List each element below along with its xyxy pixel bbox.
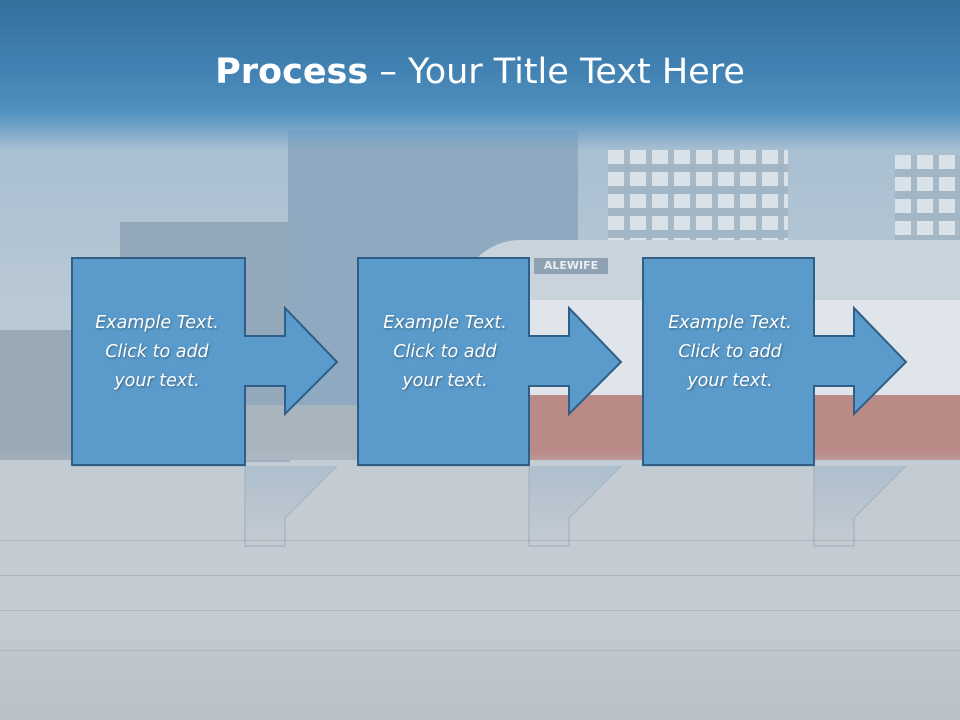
- step-text: Example Text. Click to add your text.: [642, 309, 818, 396]
- title-bold: Process: [215, 52, 369, 92]
- step-text-line: Click to add: [393, 342, 497, 362]
- step-shape: [357, 257, 623, 466]
- process-step-2[interactable]: Example Text. Click to add your text.: [357, 257, 657, 477]
- process-step-1[interactable]: Example Text. Click to add your text.: [71, 257, 371, 477]
- step-text-line: your text.: [402, 371, 488, 391]
- step-text-line: Click to add: [678, 342, 782, 362]
- step-text-line: your text.: [687, 371, 773, 391]
- shape-reflection: [72, 466, 907, 547]
- step-text-line: Example Text.: [668, 313, 792, 333]
- step-shape: [642, 257, 908, 466]
- step-text: Example Text. Click to add your text.: [357, 309, 533, 396]
- title-rest: – Your Title Text Here: [368, 52, 745, 92]
- step-text-line: Example Text.: [383, 313, 507, 333]
- step-text-line: Example Text.: [95, 313, 219, 333]
- step-text-line: your text.: [114, 371, 200, 391]
- step-shape: [71, 257, 339, 466]
- step-text: Example Text. Click to add your text.: [71, 309, 243, 396]
- background-sign: ALEWIFE: [534, 258, 608, 274]
- page-title[interactable]: Process – Your Title Text Here: [0, 52, 960, 92]
- process-step-3[interactable]: Example Text. Click to add your text.: [642, 257, 942, 477]
- title-bar: [0, 0, 960, 150]
- step-text-line: Click to add: [105, 342, 209, 362]
